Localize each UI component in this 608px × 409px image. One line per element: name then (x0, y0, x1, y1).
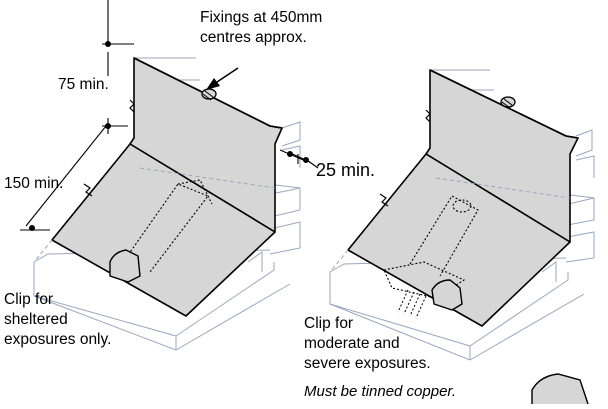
right-dashed-guides (329, 177, 571, 273)
text-labels: Fixings at 450mm centres approx. 75 min.… (4, 9, 456, 400)
right-base (347, 153, 571, 327)
fixing-leader-arrow (206, 67, 239, 90)
left-caption-line1: Clip for (4, 291, 53, 308)
left-fixing-nail (201, 88, 217, 101)
left-base (51, 143, 276, 317)
right-caption-line1: Clip for (304, 315, 353, 332)
right-fixing-nail (500, 96, 516, 109)
dimension-75-label: 75 min. (58, 76, 109, 93)
dimension-25-label: 25 min. (316, 160, 375, 180)
left-caption-line2: sheltered (4, 311, 68, 328)
left-break-marks (83, 99, 135, 197)
left-dashed-guides (33, 167, 276, 263)
left-hidden-clip (125, 179, 213, 273)
right-assembly (329, 69, 595, 361)
left-clip-tab (109, 249, 141, 283)
right-caption-line2: moderate and (304, 335, 400, 352)
right-clip-tab (397, 279, 463, 319)
right-break-marks (379, 109, 431, 207)
left-flashing-sheet (51, 57, 283, 317)
left-dimension-dots (29, 41, 309, 231)
right-caption-line3: severe exposures. (304, 355, 431, 372)
fixings-label-line1: Fixings at 450mm (200, 9, 322, 26)
tinned-copper-note: Must be tinned copper. (304, 383, 456, 400)
fixings-label-line2: centres approx. (200, 29, 307, 46)
loose-clip-outline (531, 373, 589, 405)
dimension-150-label: 150 min. (4, 175, 63, 192)
right-flashing-sheet (347, 69, 579, 327)
left-assembly (20, 0, 319, 351)
left-caption-line3: exposures only. (4, 331, 111, 348)
